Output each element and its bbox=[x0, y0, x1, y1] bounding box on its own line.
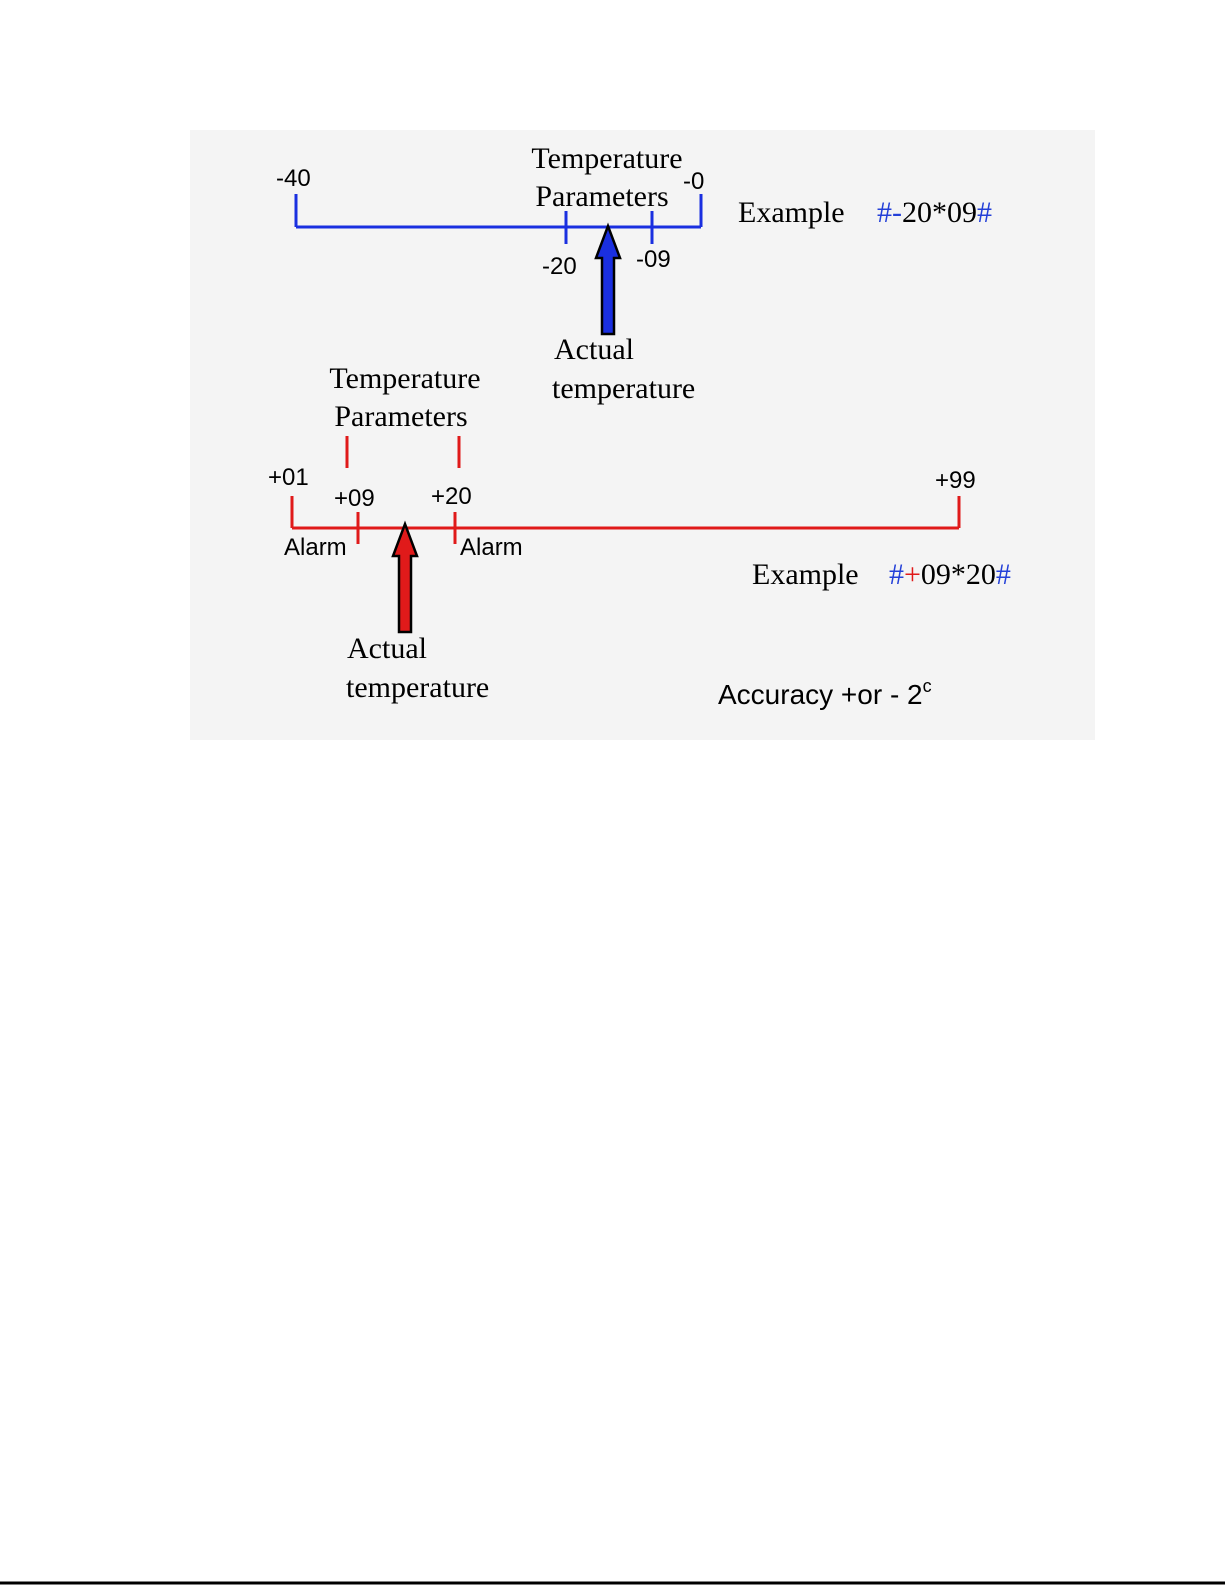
negative-actual-label-line2: temperature bbox=[552, 372, 695, 405]
positive-alarm-low-label: Alarm bbox=[284, 534, 347, 561]
negative-example-code: #-20*09# bbox=[877, 196, 992, 229]
negative-example-label: Example bbox=[738, 196, 845, 229]
positive-scale-min-label: +01 bbox=[268, 464, 309, 491]
negative-actual-label-line1: Actual bbox=[554, 333, 634, 366]
negative-example-hash-open: # bbox=[877, 196, 892, 229]
negative-low-set-label: -20 bbox=[542, 253, 577, 280]
positive-example-hash-open: # bbox=[889, 558, 904, 591]
negative-example-sign: - bbox=[892, 196, 902, 229]
positive-low-set-label: +09 bbox=[334, 485, 375, 512]
positive-example-sign: + bbox=[904, 558, 921, 591]
positive-high-set-label: +20 bbox=[431, 483, 472, 510]
accuracy-note: Accuracy +or - 2c bbox=[718, 676, 932, 710]
positive-parameters-label-line2: Parameters bbox=[334, 400, 467, 433]
negative-scale-max-label: -0 bbox=[683, 168, 704, 195]
positive-example-hash-close: # bbox=[996, 558, 1011, 591]
accuracy-unit-superscript: c bbox=[923, 676, 932, 696]
positive-example-label: Example bbox=[752, 558, 859, 591]
negative-example-body: 20*09 bbox=[902, 196, 977, 229]
accuracy-text: Accuracy +or - 2 bbox=[718, 679, 923, 710]
negative-parameters-label-line2: Parameters bbox=[535, 180, 668, 213]
positive-alarm-high-label: Alarm bbox=[460, 534, 523, 561]
negative-parameters-label-line1: Temperature bbox=[531, 142, 682, 175]
positive-actual-label-line2: temperature bbox=[346, 671, 489, 704]
negative-scale-min-label: -40 bbox=[276, 165, 311, 192]
positive-actual-label-line1: Actual bbox=[347, 632, 427, 665]
positive-parameters-label-line1: Temperature bbox=[329, 362, 480, 395]
positive-example-body: 09*20 bbox=[921, 558, 996, 591]
negative-example-hash-close: # bbox=[977, 196, 992, 229]
positive-example-code: #+09*20# bbox=[889, 558, 1011, 591]
positive-scale-max-label: +99 bbox=[935, 467, 976, 494]
negative-high-set-label: -09 bbox=[636, 246, 671, 273]
